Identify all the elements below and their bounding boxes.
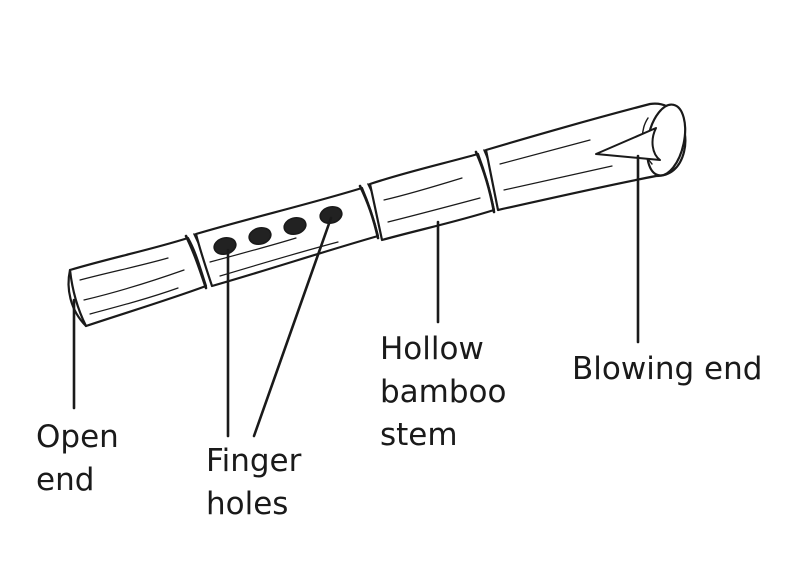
pointer-lines xyxy=(72,154,640,438)
blowing-notch xyxy=(595,127,661,161)
label-blowing-end-line-1: Blowing end xyxy=(572,351,763,387)
finger-holes-group xyxy=(213,205,343,256)
bamboo-node-3 xyxy=(474,150,496,214)
finger-hole-2 xyxy=(248,226,272,246)
label-hollow-line-1: Hollow xyxy=(380,331,484,367)
label-finger-holes-line-1: Finger xyxy=(206,443,302,479)
flute-segment-finger-holes xyxy=(194,186,380,288)
label-hollow-line-2: bamboo xyxy=(380,374,507,410)
blowing-end-opening xyxy=(595,103,687,177)
flute-segment-blowing-end xyxy=(484,102,687,212)
finger-hole-3 xyxy=(283,216,307,236)
flute-segment-open-end xyxy=(67,236,208,328)
label-hollow-line-3: stem xyxy=(380,417,458,453)
finger-hole-4 xyxy=(319,205,343,225)
bamboo-node-2 xyxy=(358,184,380,240)
label-open-end-line-1: Open xyxy=(36,419,119,455)
label-finger-holes-line-2: holes xyxy=(206,486,289,522)
label-open-end-line-2: end xyxy=(36,462,95,498)
flute-segment-hollow-stem xyxy=(368,152,496,242)
label-hollow-bamboo-stem: Hollow bamboo stem xyxy=(380,328,506,457)
label-finger-holes: Finger holes xyxy=(206,440,301,526)
bamboo-node-1 xyxy=(184,234,208,290)
label-blowing-end: Blowing end xyxy=(572,348,762,391)
pointer-finger-hole-4 xyxy=(252,216,333,438)
label-open-end: Open end xyxy=(36,416,119,502)
